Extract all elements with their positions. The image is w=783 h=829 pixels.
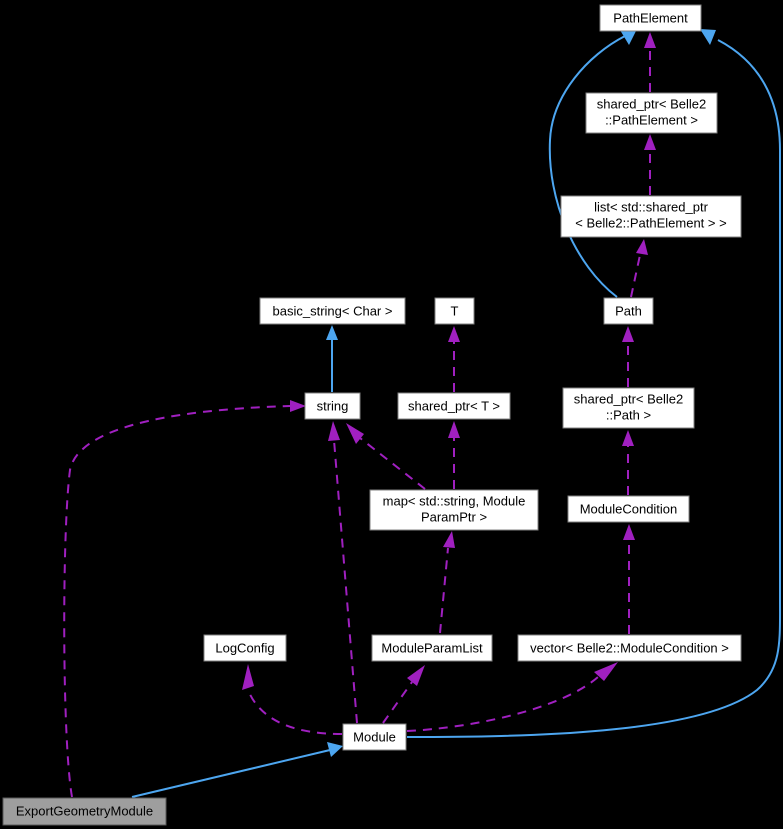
node-module-condition[interactable]: ModuleCondition xyxy=(567,495,690,523)
node-shared-ptr-path[interactable]: shared_ptr< Belle2 ::Path > xyxy=(562,387,695,429)
edge-exportgeometry-to-string xyxy=(63,400,306,798)
node-label-path-element: PathElement xyxy=(613,10,688,25)
node-list-shared-ptr-path-element[interactable]: list< std::shared_ptr < Belle2::PathElem… xyxy=(560,195,742,238)
node-label-shared-ptr-path-element-line1: shared_ptr< Belle2 xyxy=(597,96,707,111)
edge-modulecondition-to-sharedptrpath xyxy=(622,430,634,495)
edge-sharedptrpe-to-pathelement xyxy=(644,32,656,92)
node-layer: PathElement shared_ptr< Belle2 ::PathEle… xyxy=(2,4,742,826)
node-basic-string[interactable]: basic_string< Char > xyxy=(259,297,406,325)
node-module-param-list[interactable]: ModuleParamList xyxy=(371,634,493,662)
node-shared-ptr-t[interactable]: shared_ptr< T > xyxy=(397,392,511,420)
node-path[interactable]: Path xyxy=(603,297,654,325)
edge-path-to-pathelement xyxy=(548,30,636,298)
edge-module-to-moduleparamlist xyxy=(382,665,425,724)
node-vector-module-condition[interactable]: vector< Belle2::ModuleCondition > xyxy=(517,634,742,662)
edge-string-to-basicstring xyxy=(326,325,338,392)
node-path-element[interactable]: PathElement xyxy=(599,4,702,32)
node-label-shared-ptr-t: shared_ptr< T > xyxy=(408,398,500,413)
edge-sharedptrpath-to-path xyxy=(622,326,634,387)
edge-path-to-list xyxy=(630,239,648,298)
edge-module-to-string xyxy=(328,421,358,724)
edge-module-to-logconfig xyxy=(242,664,343,735)
node-label-map-line1: map< std::string, Module xyxy=(383,493,526,508)
node-label-module: Module xyxy=(353,729,396,744)
node-label-shared-ptr-path-line1: shared_ptr< Belle2 xyxy=(574,391,684,406)
node-log-config[interactable]: LogConfig xyxy=(203,634,287,662)
edge-exportgeometry-to-module xyxy=(131,742,343,798)
node-label-vector-module-condition: vector< Belle2::ModuleCondition > xyxy=(530,640,729,655)
node-map-string-moduleparamptr[interactable]: map< std::string, Module ParamPtr > xyxy=(369,489,539,531)
edge-map-to-sharedptrt xyxy=(448,421,460,489)
edge-moduleparamlist-to-map xyxy=(439,531,455,634)
edge-list-to-sharedptrpe xyxy=(644,134,656,195)
edge-map-to-string xyxy=(346,423,426,490)
node-label-string: string xyxy=(317,398,349,413)
node-label-log-config: LogConfig xyxy=(215,640,274,655)
edge-vector-to-modulecondition xyxy=(623,524,635,634)
edge-module-to-pathelement xyxy=(406,29,782,738)
node-label-list-line1: list< std::shared_ptr xyxy=(594,199,708,214)
node-label-shared-ptr-path-element-line2: ::PathElement > xyxy=(605,112,698,127)
node-shared-ptr-path-element[interactable]: shared_ptr< Belle2 ::PathElement > xyxy=(585,92,718,134)
node-t-template[interactable]: T xyxy=(434,297,475,325)
node-label-shared-ptr-path-line2: ::Path > xyxy=(606,407,651,422)
edge-layer xyxy=(63,29,782,798)
node-label-export-geometry-module: ExportGeometryModule xyxy=(16,803,153,818)
node-label-module-param-list: ModuleParamList xyxy=(381,640,483,655)
edge-sharedptrt-to-t xyxy=(448,326,460,392)
edge-module-to-vector xyxy=(406,662,618,732)
node-label-module-condition: ModuleCondition xyxy=(580,501,678,516)
node-export-geometry-module[interactable]: ExportGeometryModule xyxy=(2,797,167,826)
node-string[interactable]: string xyxy=(304,392,361,420)
node-module[interactable]: Module xyxy=(342,723,407,751)
node-label-t-template: T xyxy=(451,303,459,318)
node-label-map-line2: ParamPtr > xyxy=(421,509,487,524)
node-label-path: Path xyxy=(615,303,642,318)
node-label-basic-string: basic_string< Char > xyxy=(273,303,393,318)
node-label-list-line2: < Belle2::PathElement > > xyxy=(575,215,726,230)
